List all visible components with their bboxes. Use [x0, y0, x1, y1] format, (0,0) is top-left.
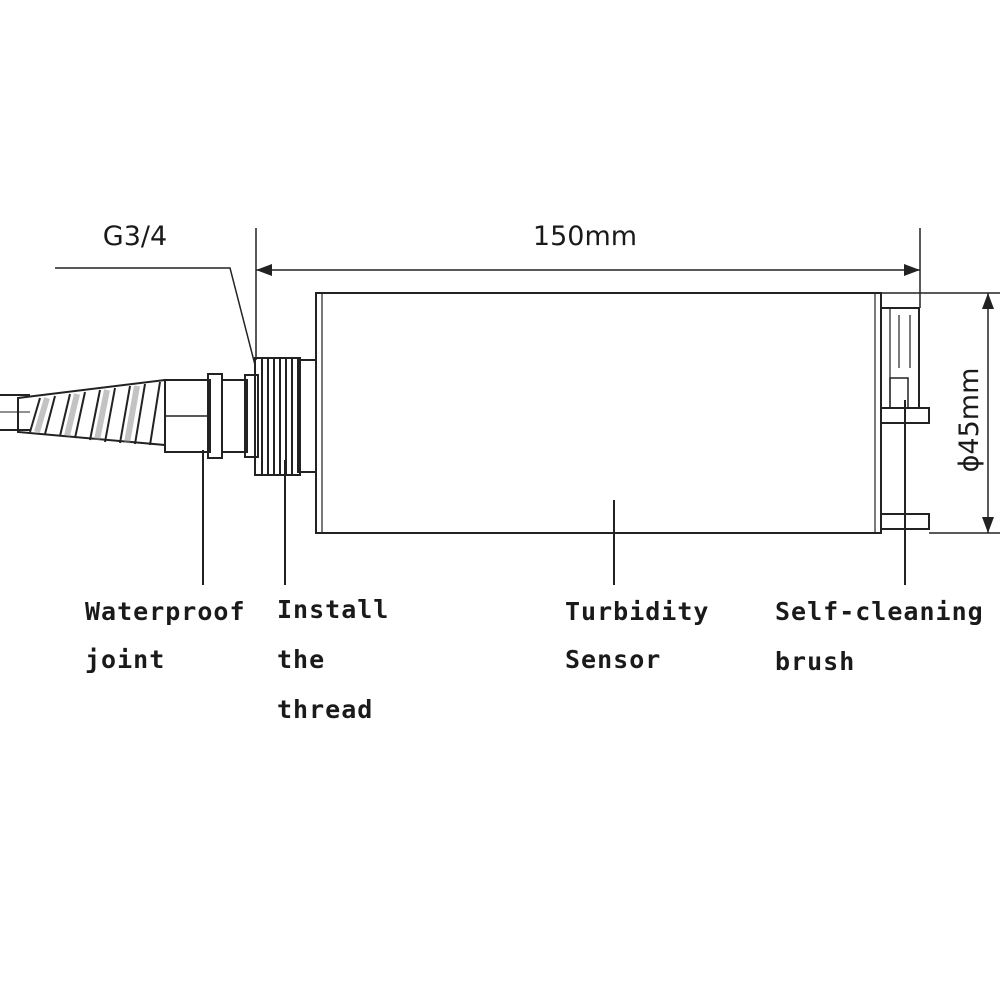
waterproof-joint-label: Waterproof joint — [85, 597, 262, 674]
leader-lines — [202, 400, 906, 585]
length-dimension: 150mm — [255, 221, 921, 360]
cable — [0, 394, 30, 431]
diameter-label: ϕ45mm — [954, 368, 985, 473]
waterproof-joint-part — [164, 373, 259, 459]
install-thread-label: Install the thread — [277, 595, 405, 724]
strain-relief-spring — [17, 378, 166, 447]
turbidity-sensor-label: Turbidity Sensor — [565, 597, 726, 674]
thread-size-label: G3/4 — [103, 221, 167, 252]
diameter-dimension: ϕ45mm — [881, 292, 1000, 534]
self-cleaning-brush-label: Self-cleaning brush — [775, 597, 1000, 676]
thread-size-dimension: G3/4 — [55, 221, 256, 366]
length-dimension-label: 150mm — [533, 221, 637, 252]
install-thread-part — [254, 357, 317, 476]
sensor-body — [315, 292, 882, 534]
